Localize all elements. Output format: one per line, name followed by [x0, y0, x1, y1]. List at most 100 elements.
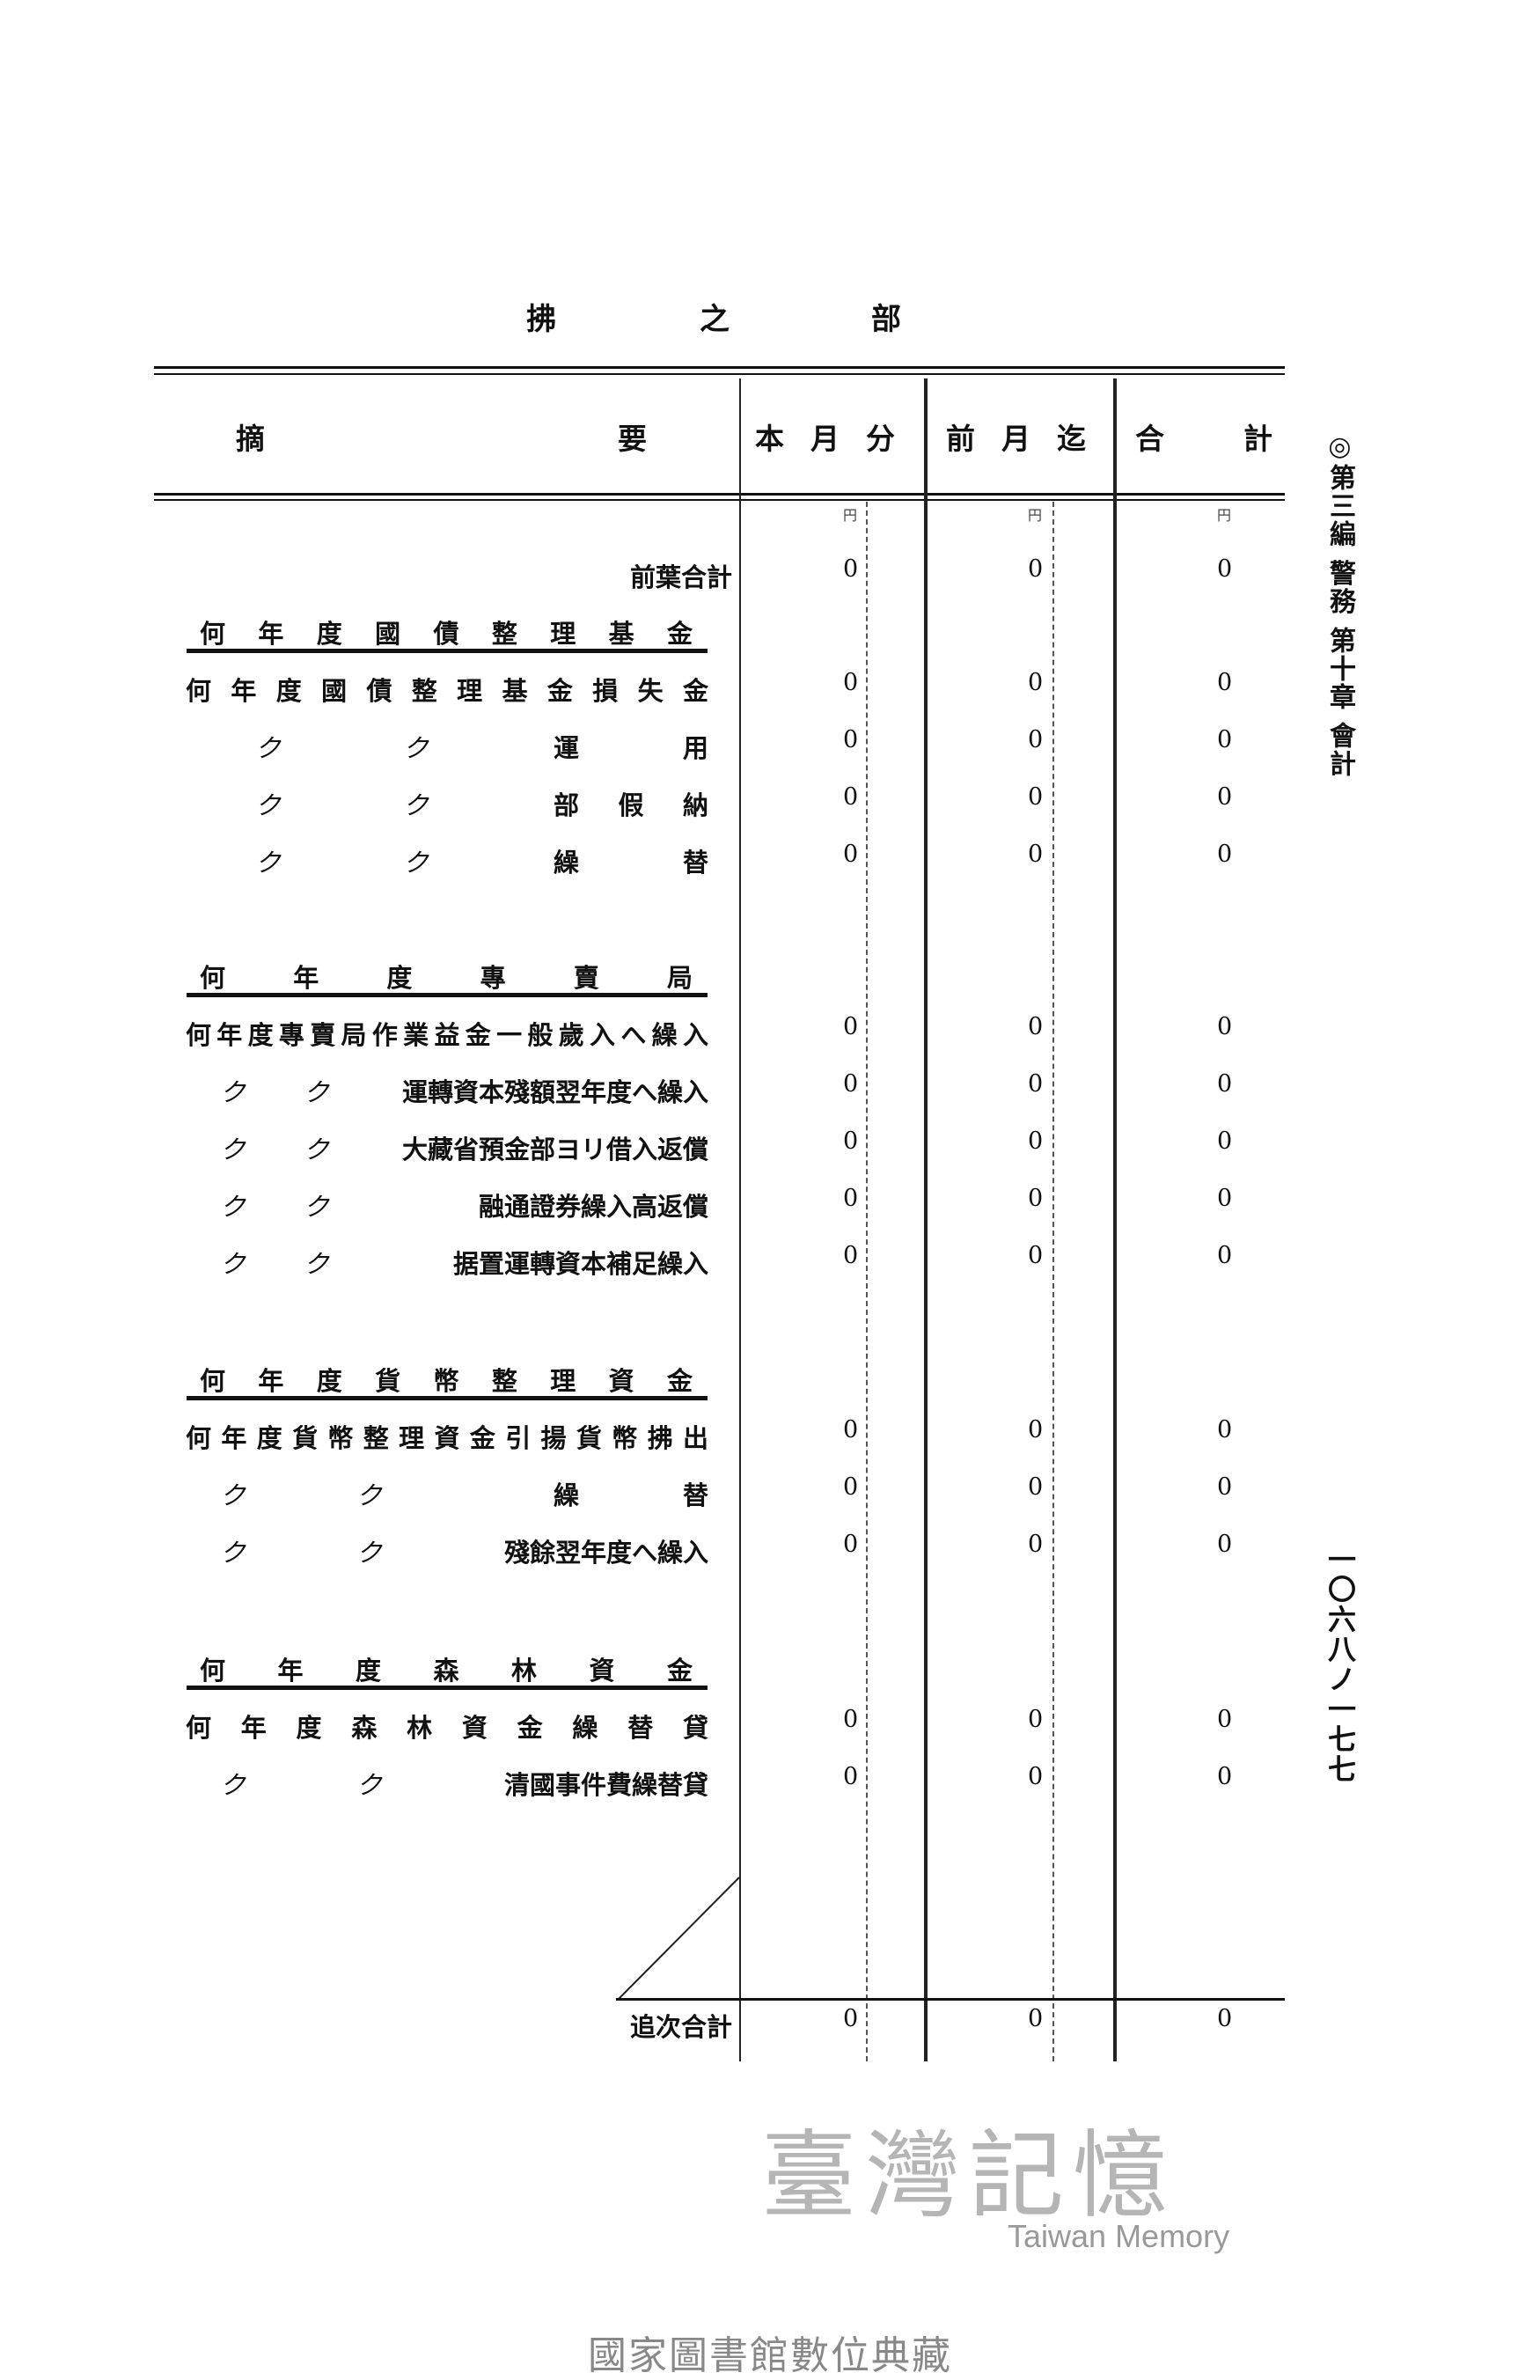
amount-value: 0 — [843, 1763, 859, 1790]
column-divider — [1113, 378, 1117, 2061]
ditto-mark: ク — [220, 1192, 246, 1222]
amount-value: 0 — [843, 841, 859, 868]
row-label: 清國事件費繰替貸 — [503, 1770, 708, 1800]
row-label: 運用 — [554, 733, 812, 763]
title-char: 拂 — [526, 302, 556, 337]
section-underline — [187, 649, 708, 653]
amount-value: 0 — [843, 1128, 859, 1155]
col-header-prev-month: 前月迄 — [946, 422, 1112, 456]
amount-value: 0 — [1028, 1416, 1044, 1443]
row-label: 繰替 — [554, 1480, 812, 1510]
total-rule — [616, 1998, 1285, 2001]
amount-value: 0 — [1028, 555, 1044, 583]
row-label: 部假納 — [554, 790, 748, 820]
section-underline — [187, 1686, 708, 1690]
amount-value: 0 — [1217, 1473, 1233, 1501]
ditto-mark: ク — [255, 733, 282, 763]
amount-value: 0 — [843, 1473, 859, 1501]
amount-value: 0 — [1217, 726, 1233, 753]
side-chapter-header: ◎第三編 警務 第十章 會計 — [1324, 431, 1355, 779]
ditto-mark: ク — [255, 848, 282, 878]
amount-value: 0 — [1028, 1013, 1044, 1040]
ledger-row: クク繰替 — [180, 1475, 708, 1510]
ditto-mark: ク — [220, 1135, 246, 1164]
ledger-row: 何年度專賣局作業益金一般歲入へ繰入 — [180, 1015, 708, 1050]
amount-value: 0 — [843, 555, 859, 583]
ledger-row: ク ク 清國事件費繰替貸 — [180, 1765, 708, 1800]
top-rule — [154, 366, 1285, 369]
carry-out-label: 追次合計 — [629, 2012, 732, 2042]
amount-value: 0 — [843, 1531, 859, 1558]
row-label: 何年度森林資金繰替貸 — [186, 1713, 738, 1743]
amount-value: 0 — [843, 2005, 859, 2032]
top-rule — [154, 373, 1285, 375]
unit-label: 円 — [1028, 507, 1043, 524]
amount-value: 0 — [1028, 2005, 1044, 2032]
amount-value: 0 — [1028, 669, 1044, 696]
ledger-row: クク運轉資本殘額翌年度へ繰入 — [180, 1072, 708, 1107]
col-header-total: 合計 — [1135, 422, 1352, 456]
footer-credit: 國家圖書館數位典藏 — [588, 2333, 952, 2378]
amount-value: 0 — [843, 669, 859, 696]
ditto-mark: ク — [356, 1770, 383, 1800]
header-rule — [154, 499, 1285, 501]
section-heading: 何年度森林資金 — [200, 1656, 745, 1686]
section-heading: 何年度國債整理基金 — [200, 619, 726, 649]
col-header-summary: 要 — [618, 422, 647, 456]
amount-value: 0 — [1217, 2005, 1233, 2032]
amount-value: 0 — [1217, 1763, 1233, 1790]
ditto-mark: ク — [356, 1538, 383, 1568]
amount-value: 0 — [1217, 1185, 1233, 1212]
ditto-mark: ク — [220, 1480, 246, 1510]
amount-value: 0 — [1028, 783, 1044, 811]
ledger-row: 何年度貨幣整理資金引揚貨幣拂出 — [180, 1418, 708, 1453]
ditto-mark: ク — [220, 1538, 246, 1568]
amount-value: 0 — [1217, 1416, 1233, 1443]
row-label: 何年度貨幣整理資金引揚貨幣拂出 — [186, 1423, 719, 1453]
ditto-mark: ク — [220, 1249, 246, 1279]
diagonal-line — [617, 1877, 740, 2001]
watermark-logo: 臺灣記憶 — [761, 2121, 1177, 2231]
section-heading: 何年度貨幣整理資金 — [200, 1366, 726, 1396]
ditto-mark: ク — [356, 1480, 383, 1510]
amount-value: 0 — [843, 1013, 859, 1040]
column-subdivider — [1052, 502, 1054, 2061]
section-underline — [187, 1396, 708, 1400]
header-rule — [154, 493, 1285, 496]
amount-value: 0 — [1028, 1070, 1044, 1098]
amount-value: 0 — [1028, 1473, 1044, 1501]
ditto-mark: ク — [304, 1192, 330, 1222]
carry-in-label: 前葉合計 — [629, 562, 732, 592]
amount-value: 0 — [1217, 669, 1233, 696]
ditto-mark: ク — [304, 1249, 330, 1279]
amount-value: 0 — [843, 1070, 859, 1098]
ledger-row: クク運用 — [180, 728, 708, 763]
ledger-row: ク ク 据置運轉資本補足繰入 — [180, 1244, 708, 1279]
amount-value: 0 — [1217, 841, 1233, 868]
row-label: 融通證券繰入高返償 — [478, 1192, 708, 1222]
amount-value: 0 — [1028, 1706, 1044, 1733]
unit-label: 円 — [1217, 507, 1232, 524]
amount-value: 0 — [1217, 783, 1233, 811]
amount-value: 0 — [843, 1416, 859, 1443]
row-label: 繰替 — [554, 848, 812, 878]
ditto-mark: ク — [304, 1077, 330, 1107]
section-heading: 何年度專賣局 — [200, 963, 761, 993]
col-header-this-month: 本月分 — [755, 422, 921, 456]
page-number: 一〇六八ノ一七七 — [1324, 1545, 1357, 1784]
row-label: 何年度專賣局作業益金一般歲入へ繰入 — [186, 1020, 715, 1050]
ditto-mark: ク — [403, 733, 429, 763]
amount-value: 0 — [1217, 1013, 1233, 1040]
amount-value: 0 — [1217, 1242, 1233, 1269]
ledger-row: クク繰替 — [180, 842, 708, 878]
row-label: 据置運轉資本補足繰入 — [452, 1249, 708, 1279]
ledger-row: クク大藏省預金部ヨリ借入返償 — [180, 1129, 708, 1164]
ledger-row: クク殘餘翌年度へ繰入 — [180, 1532, 708, 1568]
ledger-row: 何年度國債整理基金損失金 — [180, 671, 708, 706]
ditto-mark: ク — [255, 790, 282, 820]
amount-value: 0 — [1028, 1531, 1044, 1558]
column-divider — [924, 378, 928, 2061]
ditto-mark: ク — [304, 1135, 330, 1164]
ditto-mark: ク — [220, 1770, 246, 1800]
unit-label: 円 — [843, 507, 858, 524]
